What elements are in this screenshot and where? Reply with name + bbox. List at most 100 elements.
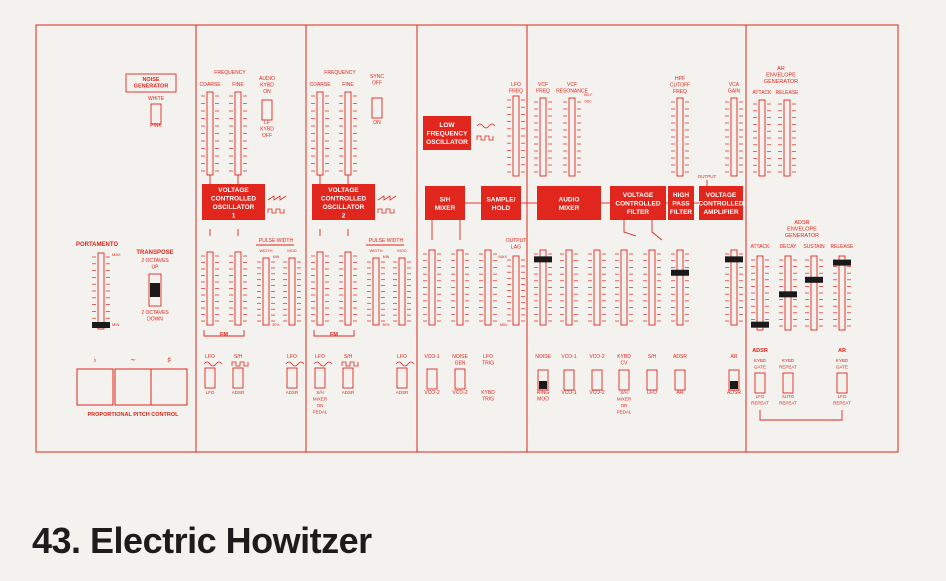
panel-label: PULSE WIDTH <box>369 238 404 244</box>
wire <box>313 330 355 337</box>
ar-release-slider[interactable] <box>783 99 791 177</box>
page-caption: 43. Electric Howitzer <box>32 520 372 561</box>
panel-label: WIDTH <box>369 248 382 253</box>
vcf-adsr-ar-switch[interactable] <box>674 369 686 391</box>
vca-ar-adsr-switch-lever[interactable] <box>730 381 738 389</box>
adsr-release-slider[interactable] <box>838 255 846 331</box>
sq-wave-icon <box>267 208 285 214</box>
vcf-kybd-slider[interactable] <box>620 249 628 326</box>
vco1-mix-switch[interactable] <box>563 369 575 391</box>
vcf-kybd-switch[interactable] <box>618 369 630 391</box>
hpf-cutoff-slider[interactable] <box>676 97 684 177</box>
vco-2-mod-slider[interactable] <box>398 257 406 326</box>
mixer-vco1-slider[interactable] <box>565 249 573 326</box>
panel-label: AUTO <box>782 394 795 399</box>
adsr-attack-slider-knob[interactable] <box>751 321 769 328</box>
vco-2-fm-lfo-slider[interactable] <box>316 251 324 326</box>
vcf-block-label: CONTROLLED <box>615 201 660 208</box>
panel-label: GENERATOR <box>134 84 169 90</box>
vco2-mix-switch[interactable] <box>591 369 603 391</box>
vco-1-fm-mod-switch-1[interactable] <box>204 367 216 389</box>
noise-ring-mod-switch-lever[interactable] <box>539 381 547 389</box>
vco-1-audio-lf-switch[interactable] <box>261 99 273 121</box>
vco-2-fm-mod-switch-2[interactable] <box>342 367 354 389</box>
vco-1-coarse-slider[interactable] <box>206 91 214 176</box>
mixer-noise-slider[interactable] <box>539 249 547 326</box>
noise-ring-mod-switch[interactable] <box>537 369 549 391</box>
panel-label: ENVELOPE <box>766 73 796 79</box>
vco-2-width-slider[interactable] <box>372 257 380 326</box>
sq-wave-icon <box>231 361 249 367</box>
panel-label: LFO <box>838 394 847 399</box>
lfo-freq-slider[interactable] <box>512 95 520 177</box>
pitch-pad[interactable] <box>150 368 188 406</box>
output-lag-slider[interactable] <box>512 255 520 326</box>
repeat-source-switch[interactable] <box>782 372 794 394</box>
panel-label: RESONANCE <box>556 89 588 95</box>
panel-label: CUTOFF <box>670 83 690 89</box>
mixer-noise-slider-knob[interactable] <box>534 256 552 263</box>
vcf-freq-slider[interactable] <box>539 97 547 177</box>
vca-ar-adsr-switch[interactable] <box>728 369 740 391</box>
panel-label: FM <box>330 332 338 338</box>
vcf-sh-slider[interactable] <box>648 249 656 326</box>
sine-wave-icon <box>395 361 415 367</box>
panel-label: KYBD <box>836 358 849 363</box>
adsr-attack-slider[interactable] <box>756 255 764 331</box>
sample-hold-block-label: SAMPLE/ <box>487 196 516 203</box>
vco-2-sync-switch[interactable] <box>371 97 383 119</box>
sh-source-switch[interactable] <box>426 368 438 390</box>
sh-vco1-slider[interactable] <box>428 249 436 326</box>
panel-label: MIXER <box>313 397 328 402</box>
transpose-switch[interactable] <box>148 273 162 307</box>
vco-2-coarse-slider[interactable] <box>316 91 324 176</box>
ar-attack-slider[interactable] <box>758 99 766 177</box>
panel-label: FREQUENCY <box>324 70 356 76</box>
vca-ar-slider[interactable] <box>730 249 738 326</box>
adsr-sustain-slider-knob[interactable] <box>805 276 823 283</box>
vca-gain-slider[interactable] <box>730 97 738 177</box>
vco-2-fm-mod-switch-1[interactable] <box>314 367 326 389</box>
sh-noise-slider[interactable] <box>456 249 464 326</box>
vco-1-mod-slider[interactable] <box>288 257 296 326</box>
portamento-slider-knob[interactable] <box>92 322 110 328</box>
pitch-pad[interactable] <box>114 368 152 406</box>
vcf-adsr-slider[interactable] <box>676 249 684 326</box>
adsr-decay-slider-knob[interactable] <box>779 291 797 298</box>
vcf-resonance-slider[interactable] <box>568 97 576 177</box>
sample-hold-block-label: HOLD <box>492 205 511 212</box>
panel-label: FINE <box>232 82 244 88</box>
noise-color-switch[interactable] <box>150 103 162 125</box>
sq-wave-icon <box>377 208 395 214</box>
vco-1-fm-lfo-slider[interactable] <box>206 251 214 326</box>
portamento-slider[interactable] <box>97 252 105 330</box>
adsr-sustain-slider[interactable] <box>810 255 818 331</box>
vco-1-fine-slider[interactable] <box>234 91 242 176</box>
vco-1-fm-sh-slider[interactable] <box>234 251 242 326</box>
panel-label: OUTPUT <box>506 238 527 244</box>
panel-label: MIN <box>500 322 507 327</box>
panel-label: TRIG <box>482 361 494 367</box>
vco-2-pw-mod-switch[interactable] <box>396 367 408 389</box>
pitch-pad[interactable] <box>76 368 114 406</box>
mixer-vco2-slider[interactable] <box>593 249 601 326</box>
vca-ar-slider-knob[interactable] <box>725 256 743 263</box>
vcf-adsr-slider-knob[interactable] <box>671 269 689 276</box>
sh-lfo-trig-slider[interactable] <box>484 249 492 326</box>
sample-hold-mixer-block <box>425 186 465 220</box>
vco-2-fm-sh-slider[interactable] <box>344 251 352 326</box>
sh-noise-switch[interactable] <box>454 368 466 390</box>
ar-trigger-switch[interactable] <box>836 372 848 394</box>
vcf-sh-lfo-switch[interactable] <box>646 369 658 391</box>
vco-2-fine-slider[interactable] <box>344 91 352 176</box>
vco-1-width-slider[interactable] <box>262 257 270 326</box>
vco-1-pw-mod-switch[interactable] <box>286 367 298 389</box>
adsr-trigger-switch[interactable] <box>754 372 766 394</box>
transpose-switch-lever[interactable] <box>150 283 160 297</box>
adsr-release-slider-knob[interactable] <box>833 259 851 266</box>
panel-label: ATTACK <box>751 244 771 250</box>
panel-label: PORTAMENTO <box>76 242 118 248</box>
panel-label: MIN <box>273 255 280 259</box>
vco-1-fm-mod-switch-2[interactable] <box>232 367 244 389</box>
